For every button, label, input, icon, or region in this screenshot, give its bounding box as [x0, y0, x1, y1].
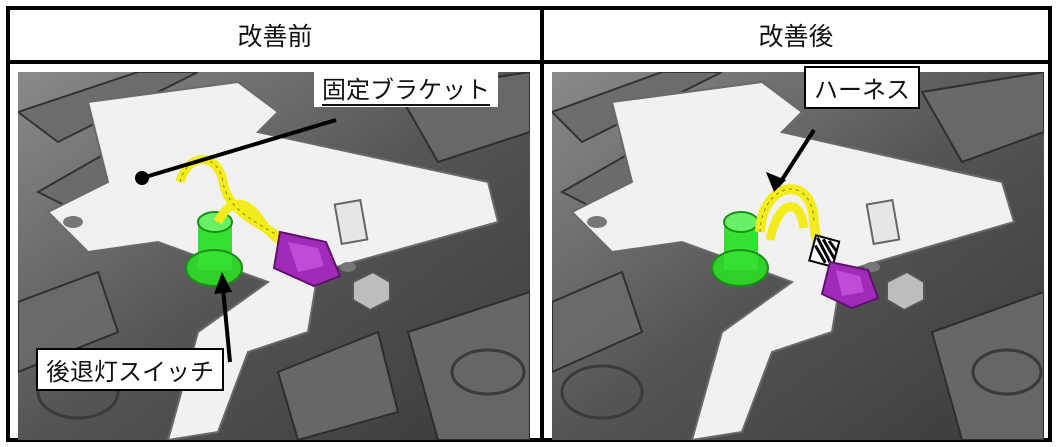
- header-after: 改善後: [758, 22, 834, 51]
- after-illustration: [552, 72, 1044, 440]
- callout-bracket: 固定ブラケット: [314, 68, 498, 107]
- callout-bracket-text: 固定ブラケット: [322, 76, 490, 106]
- header-before: 改善前: [237, 22, 313, 51]
- column-divider: [540, 10, 544, 438]
- callout-switch: 後退灯スイッチ: [36, 348, 224, 391]
- before-illustration: [18, 72, 530, 440]
- callout-harness: ハーネス: [804, 66, 920, 109]
- header-divider: [10, 60, 1048, 64]
- comparison-table: 改善前 改善後: [6, 6, 1052, 442]
